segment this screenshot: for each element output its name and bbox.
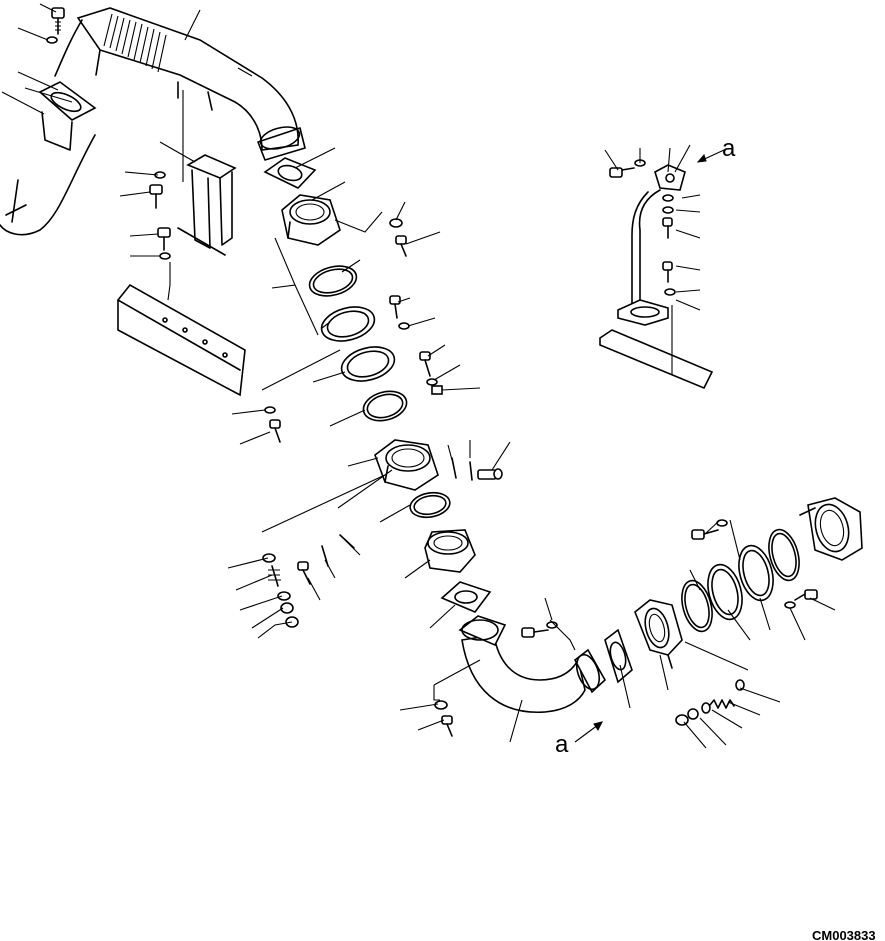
upper-exhaust-pipe [54,7,306,161]
flange-housing-center [374,439,439,491]
clamp-plate-lower-2 [738,544,774,602]
reference-arrow-bottom [574,721,603,743]
bolt-detail-low [662,261,673,283]
base-plate-detail [599,329,714,390]
outlet-flange [424,529,476,573]
washer-upper-right [389,218,403,228]
muffler-body [0,134,96,236]
mounting-bracket-detail [617,164,686,326]
clamp-plate-2 [340,346,396,382]
clip-clamp [431,385,443,395]
bolt-bracket-2 [157,227,171,251]
bolt-stack-1 [268,565,281,587]
bolt-detail-mid [662,217,673,239]
flange-adapter-upper [281,194,341,246]
washer-elbow-left [434,700,448,710]
leader-lines [1,3,836,749]
drawing-code: CM003833 [812,928,876,941]
clamp-plate-1 [320,306,376,342]
nut-clamp-b [426,378,438,386]
bolt-upper-right [395,235,407,257]
bolt-elbow-left [441,715,453,737]
washer-lower-bottom-1 [675,714,689,726]
bolt-bracket-1 [149,184,163,209]
bolt-lower-right [794,589,818,601]
washer-detail-1 [662,206,674,214]
washer-detail-low [664,288,676,296]
nut-clamp-a [398,322,410,330]
bolt-detail-top [609,167,635,178]
gasket-square-upper [263,157,317,189]
o-ring-center [409,491,451,519]
nut-detail-1 [662,194,674,202]
bolt-lower-elbow [521,627,549,638]
washer-stack-2 [277,591,291,601]
lower-elbow-pipe [458,615,607,713]
bolt-top-left [51,7,65,35]
gasket-square-center [440,581,492,613]
center-pins [451,457,503,481]
bellows-section [103,13,167,73]
nut-stack-1 [280,602,294,614]
spring-lower [709,679,745,709]
pipe-support-bracket [177,154,237,256]
seal-ring-lower-1 [681,579,713,633]
flange-housing-lower [634,599,683,669]
washer-lower-right [784,601,796,609]
washer-lower-bottom-3 [701,702,711,714]
seal-ring-1 [308,265,358,297]
bolt-left-mid [269,419,281,443]
bolt-lower-top [691,529,719,540]
washer-bracket-2 [159,252,171,260]
seal-ring-2 [362,390,408,422]
reference-label-top: a [722,135,736,162]
gasket-square-lower [604,628,633,684]
bolt-clamp-b [419,351,431,377]
flange-plate-left [38,81,97,151]
washer-left-mid [264,406,276,414]
washer-lower-bottom-2 [687,708,699,720]
bolt-center-a [297,561,311,585]
end-pipe-flange [799,497,863,561]
reference-label-bottom: a [555,731,569,758]
reference-arrow-top [696,149,725,163]
bolt-clamp-a [389,295,401,319]
washer-stack-1 [262,553,276,563]
frame-rail [117,283,246,397]
seal-ring-lower-2 [768,528,800,582]
washer-top-left [46,36,58,44]
